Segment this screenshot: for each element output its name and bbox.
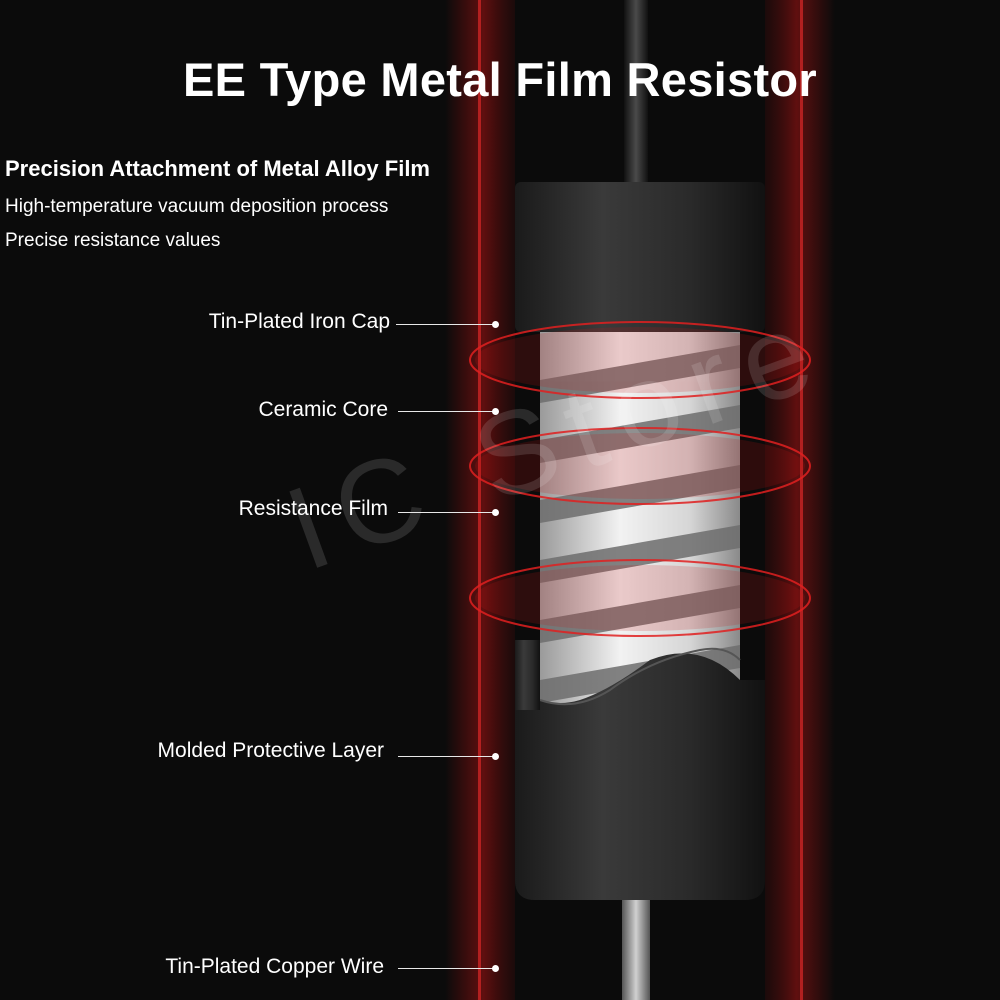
callout-label-wire: Tin-Plated Copper Wire <box>165 955 384 978</box>
callout-line <box>398 512 494 513</box>
red-rings <box>469 321 811 637</box>
callout-dot <box>492 408 499 415</box>
feature-text: High-temperature vacuum deposition proce… <box>5 196 389 217</box>
callout-line <box>396 324 494 325</box>
page-title: EE Type Metal Film Resistor <box>182 53 818 106</box>
callout-label-protective-layer: Molded Protective Layer <box>157 739 384 762</box>
molded-protective-layer <box>515 653 765 900</box>
callout-line <box>398 411 494 412</box>
callout-dot <box>492 321 499 328</box>
ceramic-core <box>540 330 740 710</box>
callout-label-core: Ceramic Core <box>258 398 388 421</box>
callout-line <box>398 968 494 969</box>
bottom-lead-wire <box>622 900 650 1000</box>
subheading: Precision Attachment of Metal Alloy Film <box>5 156 430 181</box>
callout-line <box>398 756 494 757</box>
tin-plated-iron-cap <box>515 182 765 332</box>
callout-label-film: Resistance Film <box>238 497 388 520</box>
callout-label-cap: Tin-Plated Iron Cap <box>208 310 390 333</box>
callout-dot <box>492 965 499 972</box>
callout-dot <box>492 509 499 516</box>
top-lead-wire <box>624 0 648 185</box>
feature-text: Precise resistance values <box>5 230 221 251</box>
callout-dot <box>492 753 499 760</box>
